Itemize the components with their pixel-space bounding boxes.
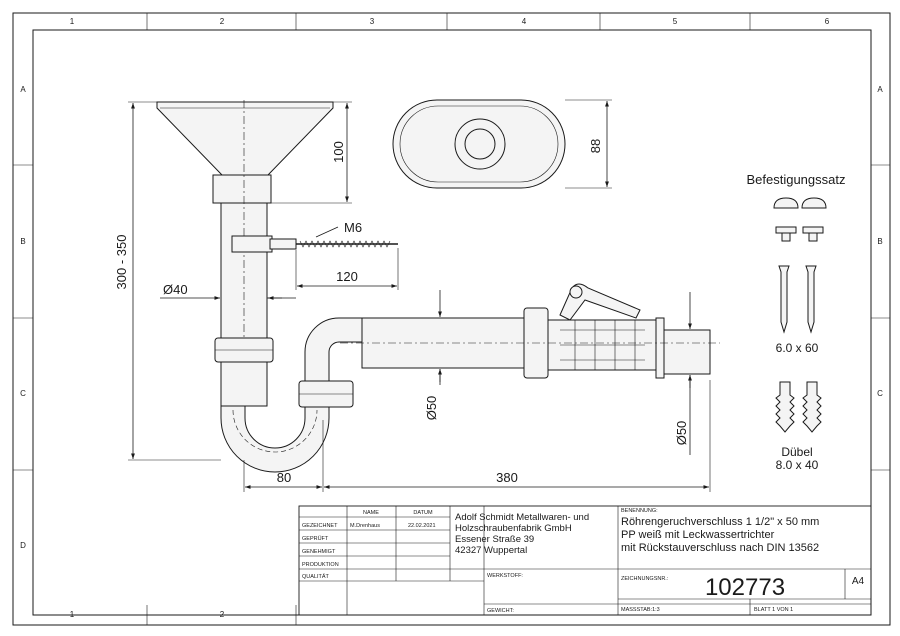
dim-dia-50-right: Ø50 (674, 421, 689, 446)
tb-blatt: BLATT 1 VON 1 (754, 607, 793, 613)
tb-row-date-0: 22.02.2021 (408, 523, 436, 529)
col-label-6: 6 (825, 17, 830, 26)
tb-col-date: DATUM (413, 510, 433, 516)
tb-company-0: Adolf Schmidt Metallwaren- und (455, 512, 589, 523)
dowel-left (775, 381, 795, 433)
col-label-4: 4 (522, 17, 527, 26)
tb-company-3: 42327 Wuppertal (455, 545, 527, 556)
trap-inlet-pipe (220, 361, 268, 407)
outer-frame (12, 12, 891, 626)
tb-row-name-0: M.Drenhaus (350, 523, 380, 529)
col-label-2: 2 (220, 17, 225, 26)
tb-zeichnungsnr-label: ZEICHNUNGSNR.: (621, 576, 669, 582)
dim-funnel-height: 100 (331, 141, 346, 163)
kit-dowel-label: Dübel (781, 445, 812, 459)
tb-massstab: MASSSTAB:1:3 (621, 607, 660, 613)
washer-stem-left (781, 232, 791, 242)
funnel (156, 101, 334, 176)
dim-dia-50-left: Ø50 (424, 396, 439, 421)
kit-parts (773, 197, 827, 433)
grid-ticks (13, 13, 890, 625)
u-bend (220, 405, 330, 473)
tb-col-name: NAME (363, 510, 379, 516)
tb-benennung-0: Röhrengeruchverschluss 1 1/2" x 50 mm (621, 516, 819, 528)
kit-title: Befestigungssatz (746, 172, 845, 187)
row-label-right-a: A (877, 85, 883, 94)
tb-werkstoff-label: WERKSTOFF: (487, 573, 523, 579)
screw-right (805, 265, 817, 334)
siphon-assembly (156, 100, 720, 473)
col-label-3: 3 (370, 17, 375, 26)
dim-offset-80: 80 (277, 470, 291, 485)
row-label-a: A (20, 85, 26, 94)
tb-row-label-0: GEZEICHNET (302, 523, 338, 529)
kit-screw-size: 6.0 x 60 (776, 341, 819, 355)
washer-right (802, 226, 824, 234)
funnel-neck (212, 174, 272, 204)
oval-top-view (392, 99, 566, 189)
dim-screw-length: 120 (336, 269, 358, 284)
tb-format: A4 (852, 576, 865, 587)
col-label-1: 1 (70, 17, 75, 26)
screw-left (778, 265, 790, 334)
dim-screw-label: M6 (344, 220, 362, 235)
dowel-right (802, 381, 822, 433)
row-label-d: D (20, 541, 26, 550)
dimension-lines (128, 99, 711, 492)
tb-benennung-label: BENENNUNG: (621, 508, 658, 514)
col-label-5: 5 (673, 17, 678, 26)
cover-cap-left (773, 197, 799, 209)
outlet-spigot (663, 329, 711, 375)
tb-gewicht-label: GEWICHT: (487, 608, 514, 614)
lever-pivot (569, 285, 583, 299)
tb-company-2: Essener Straße 39 (455, 534, 534, 545)
row-label-b: B (20, 237, 25, 246)
col-label-bottom-1: 1 (70, 610, 75, 619)
tb-company-1: Holzschraubenfabrik GmbH (455, 523, 572, 534)
cover-cap-right (801, 197, 827, 209)
dim-total-height: 300 - 350 (114, 235, 129, 290)
screw-nut (269, 238, 297, 250)
dim-length-380: 380 (496, 470, 518, 485)
outlet-flange (655, 317, 665, 379)
washer-stem-right (808, 232, 818, 242)
tb-row-label-3: PRODUKTION (302, 562, 339, 568)
tb-benennung-2: mit Rückstauverschluss nach DIN 13562 (621, 542, 819, 554)
tb-benennung-1: PP weiß mit Leckwassertrichter (621, 529, 775, 541)
row-label-c: C (20, 389, 26, 398)
tb-row-label-2: GENEHMIGT (302, 549, 336, 555)
washer-left (775, 226, 797, 234)
col-label-bottom-2: 2 (220, 610, 225, 619)
title-block-grid (298, 505, 872, 616)
row-label-right-b: B (877, 237, 882, 246)
row-label-right-c: C (877, 389, 883, 398)
tb-drawing-number: 102773 (705, 574, 785, 601)
wall-bracket (231, 235, 273, 253)
dim-oval-height: 88 (588, 139, 603, 153)
tb-row-label-4: QUALITÄT (302, 573, 330, 580)
kit-dowel-size: 8.0 x 40 (776, 458, 819, 472)
tb-row-label-1: GEPRÜFT (302, 535, 329, 542)
oval-bore (464, 128, 496, 160)
dim-pipe-dia: Ø40 (163, 282, 188, 297)
oval-outer-ring (454, 118, 506, 170)
elbow (304, 317, 363, 382)
